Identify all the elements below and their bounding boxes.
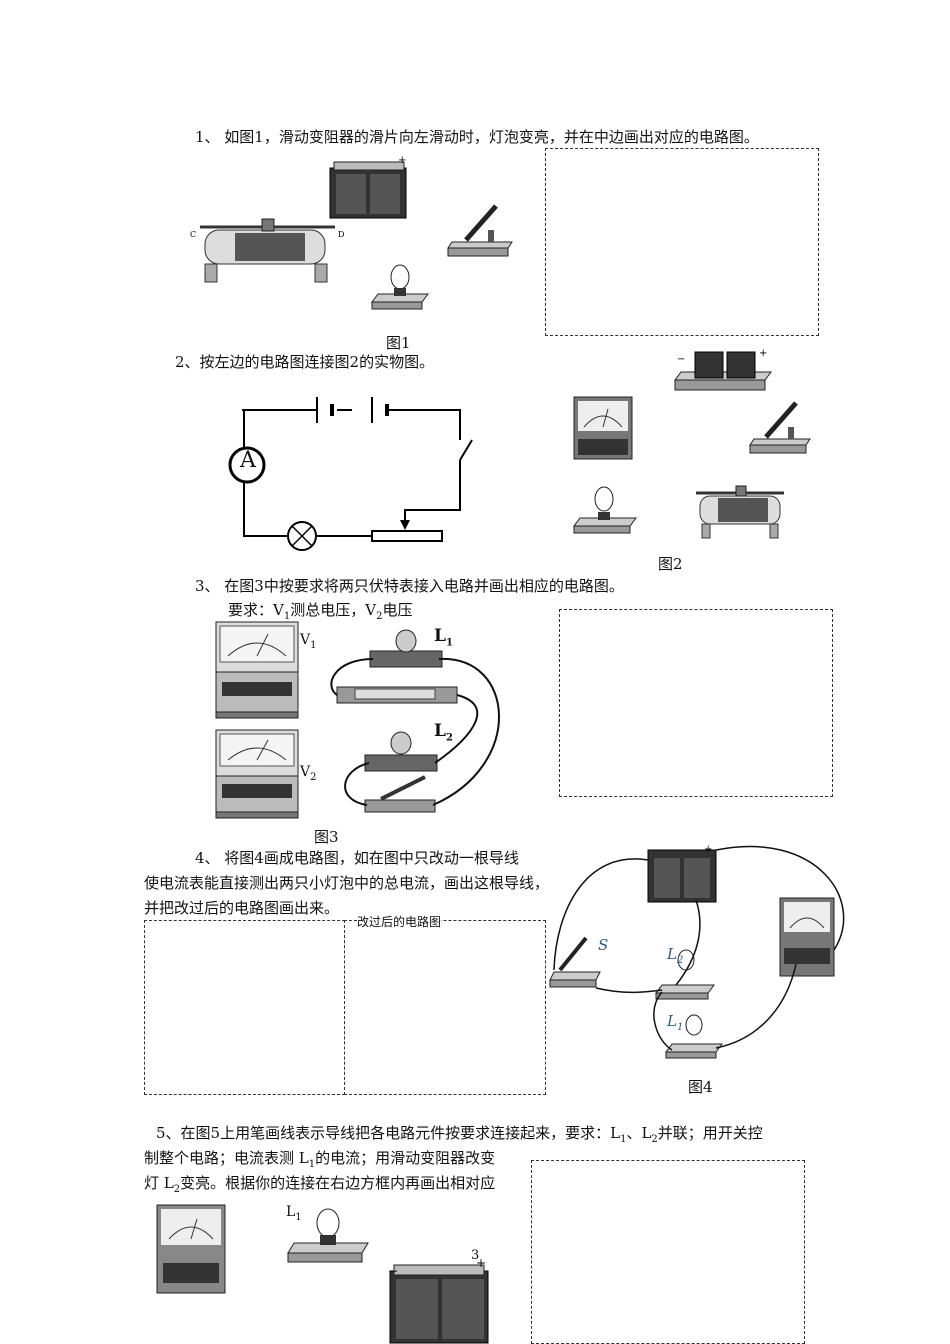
battery-icon: + <box>329 155 407 219</box>
l2-label: L2 <box>434 721 453 744</box>
q4-answer-box-right[interactable] <box>344 920 546 1095</box>
fig4-circuit: + <box>549 844 845 1059</box>
fig2-caption: 图2 <box>658 555 683 573</box>
svg-text:−: − <box>388 1264 398 1278</box>
q3-requirement: 要求：V1测总电压，V2电压 <box>228 601 413 622</box>
svg-text:C: C <box>190 230 196 239</box>
voltmeter-v2-icon <box>215 729 299 819</box>
fig4-l2-label: L2 <box>667 945 684 966</box>
svg-text:+: + <box>759 348 767 359</box>
q5-line1: 5、在图5上用笔画线表示导线把各电路元件按要求连接起来，要求：L1、L2并联；用… <box>156 1124 763 1145</box>
fig3-circuit <box>330 629 500 813</box>
v2-label: V2 <box>300 764 317 783</box>
fig3-caption: 图3 <box>314 828 339 846</box>
q1-answer-box[interactable] <box>545 148 819 336</box>
ammeter-symbol <box>228 446 266 484</box>
switch-icon <box>749 401 811 454</box>
voltmeter-v1-icon <box>215 621 299 719</box>
rheostat-icon <box>696 485 784 539</box>
svg-text:+: + <box>704 844 712 855</box>
q4-answer-box-left[interactable] <box>144 920 345 1095</box>
q5-line3: 灯 L2变亮。根据你的连接在右边方框内再画出相对应 <box>144 1174 496 1195</box>
q4-line1: 4、 将图4画成电路图，如在图中只改动一根导线 <box>195 849 519 867</box>
q4-box-label: 改过后的电路图 <box>357 912 442 932</box>
q5-line2: 制整个电路；电流表测 L1的电流；用滑动变阻器改变 <box>144 1149 496 1170</box>
rheostat-icon: C D <box>190 218 344 283</box>
v1-label: V1 <box>300 632 317 651</box>
ammeter-icon <box>573 396 633 460</box>
fig4-caption: 图4 <box>688 1078 713 1096</box>
q4-line3: 并把改过后的电路图画出来。 <box>144 899 340 917</box>
q1-text: 1、 如图1，滑动变阻器的滑片向左滑动时，灯泡变亮，并在中边画出对应的电路图。 <box>195 128 759 146</box>
bulb-icon <box>371 264 429 310</box>
q5-l1-label: L1 <box>286 1204 302 1223</box>
q3-text: 3、 在图3中按要求将两只伏特表接入电路并画出相应的电路图。 <box>195 577 624 595</box>
q3-answer-box[interactable] <box>559 609 833 797</box>
fig4-l1-label: L1 <box>667 1012 684 1033</box>
svg-text:+: + <box>398 155 406 166</box>
fig1-caption: 图1 <box>386 334 411 352</box>
svg-text:+: + <box>476 1256 486 1270</box>
bulb-icon <box>287 1208 369 1263</box>
circuit-diagram <box>228 397 473 551</box>
battery-pair-icon: − + <box>674 348 772 391</box>
svg-text:D: D <box>338 230 344 239</box>
l1-label: L1 <box>434 626 453 649</box>
switch-icon <box>447 204 513 257</box>
svg-text:−: − <box>677 354 685 365</box>
q2-text: 2、按左边的电路图连接图2的实物图。 <box>175 353 435 371</box>
ammeter-icon <box>156 1204 226 1294</box>
battery-icon: − + <box>388 1256 489 1344</box>
q4-line2: 使电流表能直接测出两只小灯泡中的总电流，画出这根导线， <box>144 874 550 892</box>
fig4-s-label: S <box>598 936 609 954</box>
q5-answer-box[interactable] <box>531 1160 805 1344</box>
ammeter-symbol-label: A <box>240 448 256 473</box>
q5-battery-num: 3 <box>471 1248 480 1263</box>
bulb-icon <box>573 486 637 534</box>
